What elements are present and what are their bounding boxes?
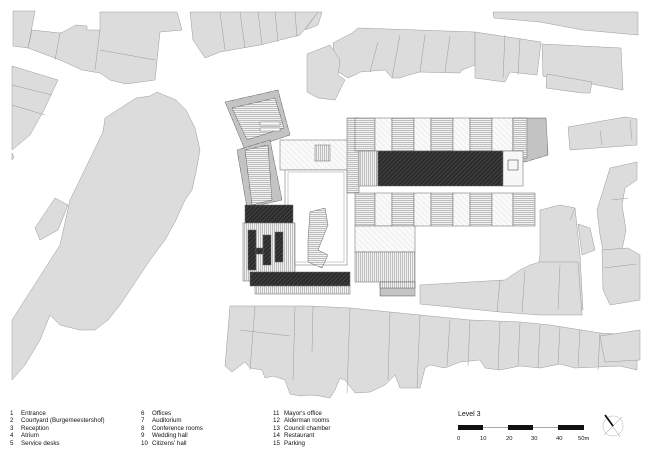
scale-tick: 50m xyxy=(578,436,590,442)
scale-tick: 40 xyxy=(556,436,563,442)
level-label: Level 3 xyxy=(458,411,481,418)
scale-tick: 0 xyxy=(457,436,461,442)
scale-bar xyxy=(458,425,584,430)
floor-plan xyxy=(11,10,641,399)
scale-tick: 30 xyxy=(531,436,538,442)
project-building xyxy=(224,89,549,297)
scale-tick: 20 xyxy=(506,436,513,442)
north-arrow-icon xyxy=(602,414,624,438)
context-buildings xyxy=(11,10,641,399)
scale-tick: 10 xyxy=(480,436,487,442)
